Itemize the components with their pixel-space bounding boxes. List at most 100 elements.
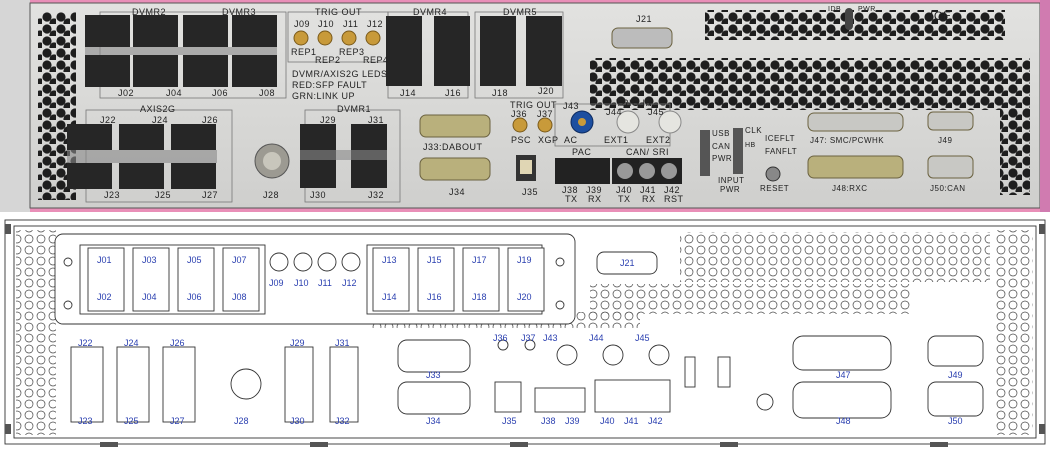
diagram-label-j40: J40	[600, 416, 615, 426]
label-hb: HB	[745, 142, 756, 149]
label-j36: J36	[511, 109, 528, 119]
diagram-label-j28: J28	[234, 416, 249, 426]
label-trig-in: TRIG IN	[616, 98, 653, 108]
diagram-label-j19: J19	[517, 255, 532, 265]
label-ice: ICE	[930, 9, 952, 23]
diagram-label-j18: J18	[472, 292, 487, 302]
label-rst: RST	[664, 194, 684, 204]
diagram-label-j23: J23	[78, 416, 93, 426]
label-j28: J28	[263, 190, 280, 200]
label-fanflt: FANFLT	[765, 147, 798, 156]
label-j08: J08	[259, 88, 276, 98]
diagram-label-j50: J50	[948, 416, 963, 426]
panel-photo-art	[0, 0, 1050, 212]
diagram-label-j05: J05	[187, 255, 202, 265]
label-idb: IDB	[828, 6, 842, 13]
label-j23: J23	[104, 190, 121, 200]
label-iceflt: ICEFLT	[765, 134, 795, 143]
label-j09: J09	[294, 19, 311, 29]
diagram-label-j13: J13	[382, 255, 397, 265]
diagram-label-j36: J36	[493, 333, 508, 343]
diagram-label-j24: J24	[124, 338, 139, 348]
label-can-sri: CAN/ SRI	[626, 147, 670, 157]
diagram-label-j21: J21	[620, 258, 635, 268]
label-j06: J06	[212, 88, 229, 98]
diagram-label-j01: J01	[97, 255, 112, 265]
label-rep2: REP2	[315, 55, 341, 65]
panel-drawing-art	[4, 219, 1046, 447]
diagram-label-j31: J31	[335, 338, 350, 348]
label-j21: J21	[636, 14, 653, 24]
label-j35: J35	[522, 187, 539, 197]
label-j24: J24	[152, 115, 169, 125]
label-j47: J47: SMC/PCWHK	[810, 136, 885, 145]
panel-photo: DVMR2 DVMR3 TRIG OUT J09 J10 J11 J12 REP…	[0, 0, 1050, 212]
label-j45: J45	[648, 107, 665, 117]
label-j26: J26	[202, 115, 219, 125]
label-j48: J48:RXC	[832, 184, 868, 193]
label-pac: PAC	[572, 147, 592, 157]
diagram-label-j45: J45	[635, 333, 650, 343]
label-j29: J29	[320, 115, 337, 125]
diagram-label-j20: J20	[517, 292, 532, 302]
label-j20: J20	[538, 86, 555, 96]
label-dvmr1: DVMR1	[337, 104, 372, 114]
label-j30: J30	[310, 190, 327, 200]
diagram-label-j43: J43	[543, 333, 558, 343]
label-dvmr5: DVMR5	[503, 7, 538, 17]
diagram-label-j03: J03	[142, 255, 157, 265]
diagram-label-j26: J26	[170, 338, 185, 348]
label-input: INPUT	[718, 176, 745, 185]
diagram-label-j11: J11	[318, 278, 332, 288]
label-j34: J34	[449, 187, 466, 197]
label-j33: J33:DABOUT	[423, 142, 483, 152]
label-xgp: XGP	[538, 135, 559, 145]
label-dvmr3: DVMR3	[222, 7, 257, 17]
label-rx-2: RX	[642, 194, 656, 204]
label-j41: J41	[640, 185, 657, 195]
label-j11: J11	[343, 19, 359, 29]
diagram-label-j12: J12	[342, 278, 357, 288]
diagram-label-j48: J48	[836, 416, 851, 426]
label-trig-out: TRIG OUT	[315, 7, 362, 17]
label-clk: CLK	[745, 126, 763, 135]
label-psc: PSC	[511, 135, 532, 145]
diagram-label-j08: J08	[232, 292, 247, 302]
label-j02: J02	[118, 88, 135, 98]
label-rep3: REP3	[339, 47, 365, 57]
diagram-label-j07: J07	[232, 255, 247, 265]
label-reset: RESET	[760, 184, 790, 193]
label-pwr-top: PWR	[858, 6, 876, 13]
label-tx-1: TX	[565, 194, 578, 204]
diagram-label-j44: J44	[589, 333, 604, 343]
label-j16: J16	[445, 88, 462, 98]
diagram-label-j16: J16	[427, 292, 442, 302]
label-j37: J37	[537, 109, 554, 119]
label-ext2: EXT2	[646, 135, 671, 145]
diagram-label-j47: J47	[836, 370, 851, 380]
label-j42: J42	[664, 185, 681, 195]
diagram-label-j41: J41	[624, 416, 639, 426]
diagram-label-j25: J25	[124, 416, 139, 426]
label-rep4: REP4	[363, 55, 389, 65]
vent-right	[1000, 100, 1030, 195]
label-j40: J40	[616, 185, 633, 195]
label-j43: J43	[563, 101, 580, 111]
diagram-label-j34: J34	[426, 416, 441, 426]
label-j38: J38	[562, 185, 579, 195]
diagram-label-j37: J37	[521, 333, 536, 343]
diagram-label-j32: J32	[335, 416, 350, 426]
panel-drawing: J01 J03 J05 J07 J02 J04 J06 J08 J09 J10 …	[0, 212, 1050, 450]
diagram-label-j30: J30	[290, 416, 305, 426]
label-j27: J27	[202, 190, 219, 200]
label-j39: J39	[586, 185, 603, 195]
label-axis2g: AXIS2G	[140, 104, 176, 114]
label-j14: J14	[400, 88, 417, 98]
diagram-label-j17: J17	[472, 255, 487, 265]
label-ac: AC	[564, 135, 578, 145]
label-usb: USB	[712, 129, 730, 138]
label-j10: J10	[318, 19, 335, 29]
diagram-label-j35: J35	[502, 416, 517, 426]
diagram-label-j22: J22	[78, 338, 93, 348]
diagram-label-j15: J15	[427, 255, 442, 265]
